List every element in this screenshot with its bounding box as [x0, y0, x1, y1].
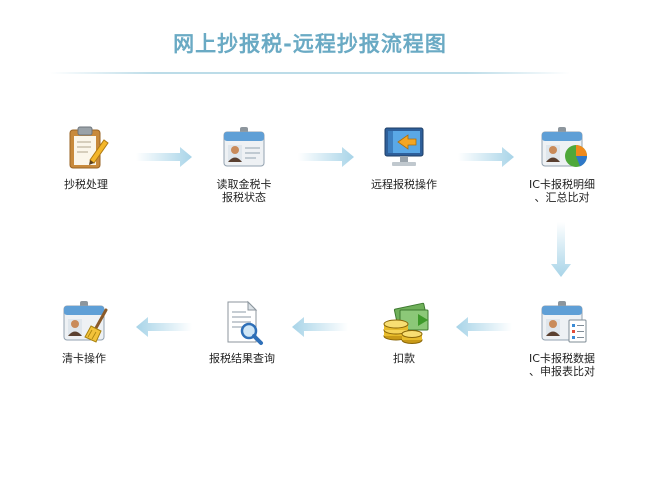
flow-arrow-6-7 [292, 317, 348, 337]
step-koukuan[interactable]: 扣款 [344, 300, 464, 365]
step-chaxun[interactable]: 报税结果查询 [182, 300, 302, 365]
document-search-icon [216, 300, 268, 346]
step-duqu[interactable]: 读取金税卡 报税状态 [184, 126, 304, 204]
coins-money-icon [378, 300, 430, 346]
id-card-piechart-icon [536, 126, 588, 172]
step-icshuju[interactable]: IC卡报税数据 、申报表比对 [502, 300, 622, 378]
flow-arrow-5-6 [456, 317, 512, 337]
step-chaoshui[interactable]: 抄税处理 [26, 126, 146, 191]
id-card-checklist-icon [536, 300, 588, 346]
step-label: 抄税处理 [64, 178, 108, 191]
clipboard-pen-icon [60, 126, 112, 172]
step-qingka[interactable]: 清卡操作 [24, 300, 144, 365]
monitor-arrow-icon [378, 126, 430, 172]
flow-arrow-2-3 [298, 147, 354, 167]
flow-arrow-7-8 [136, 317, 192, 337]
page-title: 网上抄报税-远程抄报流程图 [173, 32, 447, 56]
step-yuancheng[interactable]: 远程报税操作 [344, 126, 464, 191]
step-label: 远程报税操作 [371, 178, 437, 191]
step-label: IC卡报税明细 、汇总比对 [529, 178, 595, 204]
id-card-icon [218, 126, 270, 172]
step-icmingxi[interactable]: IC卡报税明细 、汇总比对 [502, 126, 622, 204]
id-card-broom-icon [58, 300, 110, 346]
step-label: 报税结果查询 [209, 352, 275, 365]
flow-arrow-1-2 [136, 147, 192, 167]
flow-arrow-4-5 [551, 222, 571, 277]
flow-arrow-3-4 [458, 147, 514, 167]
step-label: 读取金税卡 报税状态 [216, 178, 272, 204]
step-label: IC卡报税数据 、申报表比对 [529, 352, 595, 378]
step-label: 扣款 [393, 352, 415, 365]
step-label: 清卡操作 [62, 352, 106, 365]
title-divider [50, 72, 570, 74]
